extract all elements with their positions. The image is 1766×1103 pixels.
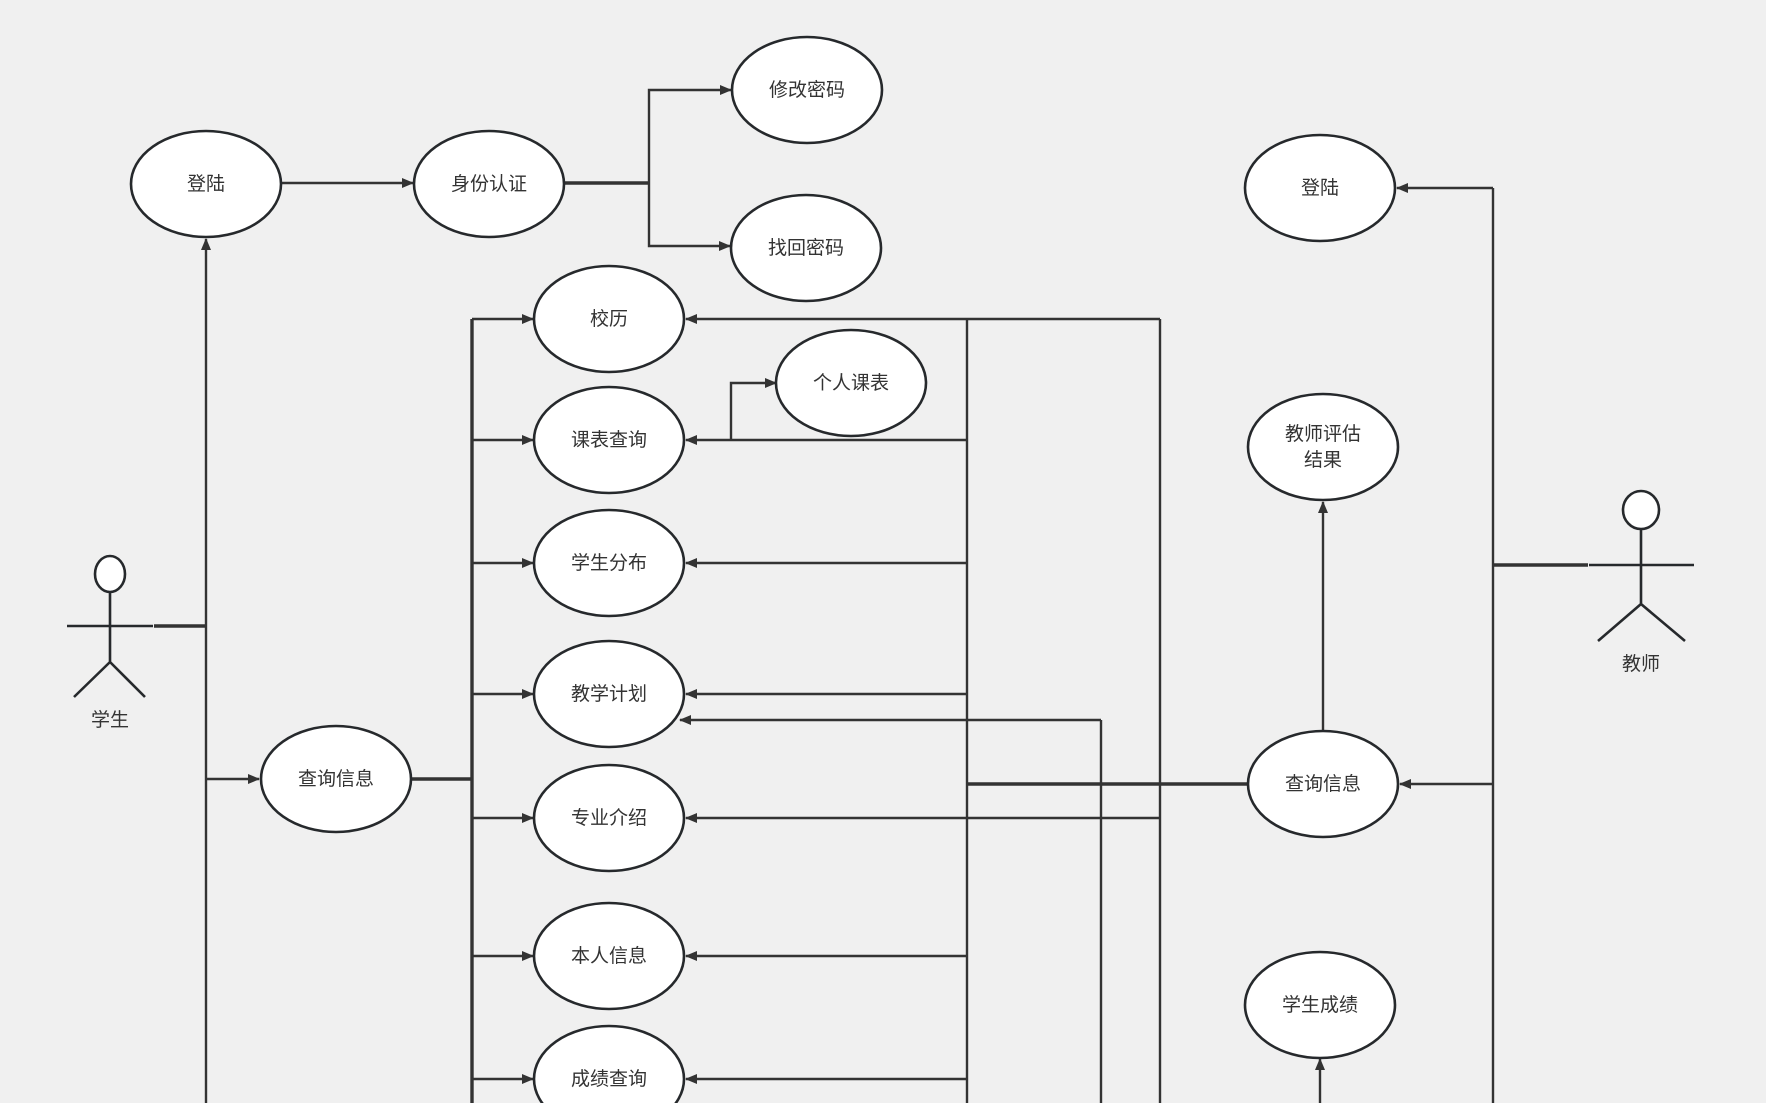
use-case-ellipse xyxy=(1243,950,1397,1060)
use-case-calendar[interactable]: 校历 xyxy=(532,264,686,374)
use-case-s-query[interactable]: 查询信息 xyxy=(259,724,413,834)
use-case-ellipse xyxy=(729,193,883,303)
connector-auth-to-change-pwd xyxy=(647,85,732,183)
use-case-label: 学生成绩 xyxy=(1282,994,1358,1016)
use-case-teaching-plan[interactable]: 教学计划 xyxy=(532,639,686,749)
use-case-auth[interactable]: 身份认证 xyxy=(412,129,566,239)
use-case-ellipse xyxy=(532,1024,686,1103)
use-case-ellipse xyxy=(532,763,686,873)
actor-teacher[interactable]: 教师 xyxy=(1589,489,1694,675)
use-case-change-pwd[interactable]: 修改密码 xyxy=(730,35,884,145)
actor-label-teacher: 教师 xyxy=(1622,653,1660,675)
use-case-label: 教师评估结果 xyxy=(1285,423,1361,471)
use-case-ellipse xyxy=(774,328,928,438)
actor-label-student: 学生 xyxy=(91,709,129,731)
use-case-grade-query[interactable]: 成绩查询 xyxy=(532,1024,686,1103)
use-case-timetable-query[interactable]: 课表查询 xyxy=(532,385,686,495)
use-case-personal-timetable[interactable]: 个人课表 xyxy=(774,328,928,438)
use-case-label: 修改密码 xyxy=(769,79,845,101)
use-case-ellipse xyxy=(532,508,686,618)
use-case-label: 个人课表 xyxy=(813,372,889,394)
use-case-student-dist[interactable]: 学生分布 xyxy=(532,508,686,618)
use-case-major-intro[interactable]: 专业介绍 xyxy=(532,763,686,873)
use-case-t-query[interactable]: 查询信息 xyxy=(1246,729,1400,839)
use-case-ellipse xyxy=(129,129,283,239)
actor-body xyxy=(67,592,153,698)
connector-auth-to-recover-pwd xyxy=(647,183,731,251)
use-case-label: 校历 xyxy=(590,308,628,330)
use-case-label: 成绩查询 xyxy=(571,1068,647,1090)
use-case-recover-pwd[interactable]: 找回密码 xyxy=(729,193,883,303)
use-case-label: 查询信息 xyxy=(298,768,374,790)
use-case-ellipse xyxy=(532,639,686,749)
use-case-label: 学生分布 xyxy=(571,552,647,574)
use-case-ellipse xyxy=(532,901,686,1011)
use-case-label: 登陆 xyxy=(1301,177,1339,199)
use-case-label: 教学计划 xyxy=(571,683,647,705)
use-case-ellipse xyxy=(532,264,686,374)
actor-body xyxy=(1589,529,1694,642)
actor-student[interactable]: 学生 xyxy=(67,554,153,731)
use-case-student-grades[interactable]: 学生成绩 xyxy=(1243,950,1397,1060)
use-case-label: 本人信息 xyxy=(571,945,647,967)
use-case-ellipse xyxy=(259,724,413,834)
use-case-my-info[interactable]: 本人信息 xyxy=(532,901,686,1011)
use-case-ellipse xyxy=(412,129,566,239)
actor-head xyxy=(93,554,127,594)
use-case-label: 身份认证 xyxy=(451,173,527,195)
use-case-label: 专业介绍 xyxy=(571,807,647,829)
use-case-label: 查询信息 xyxy=(1285,773,1361,795)
use-case-teacher-eval[interactable]: 教师评估结果 xyxy=(1246,392,1400,502)
connector-timetable-to-personal xyxy=(729,378,777,440)
use-case-ellipse xyxy=(730,35,884,145)
use-case-label: 课表查询 xyxy=(571,429,647,451)
actor-head xyxy=(1621,489,1661,531)
use-case-ellipse xyxy=(1243,133,1397,243)
use-case-t-login[interactable]: 登陆 xyxy=(1243,133,1397,243)
use-case-s-login[interactable]: 登陆 xyxy=(129,129,283,239)
use-case-label: 登陆 xyxy=(187,173,225,195)
use-case-ellipse xyxy=(1246,392,1400,502)
use-case-ellipse xyxy=(532,385,686,495)
connectors xyxy=(154,85,1588,1103)
use-case-ellipse xyxy=(1246,729,1400,839)
use-case-label: 找回密码 xyxy=(768,237,844,259)
